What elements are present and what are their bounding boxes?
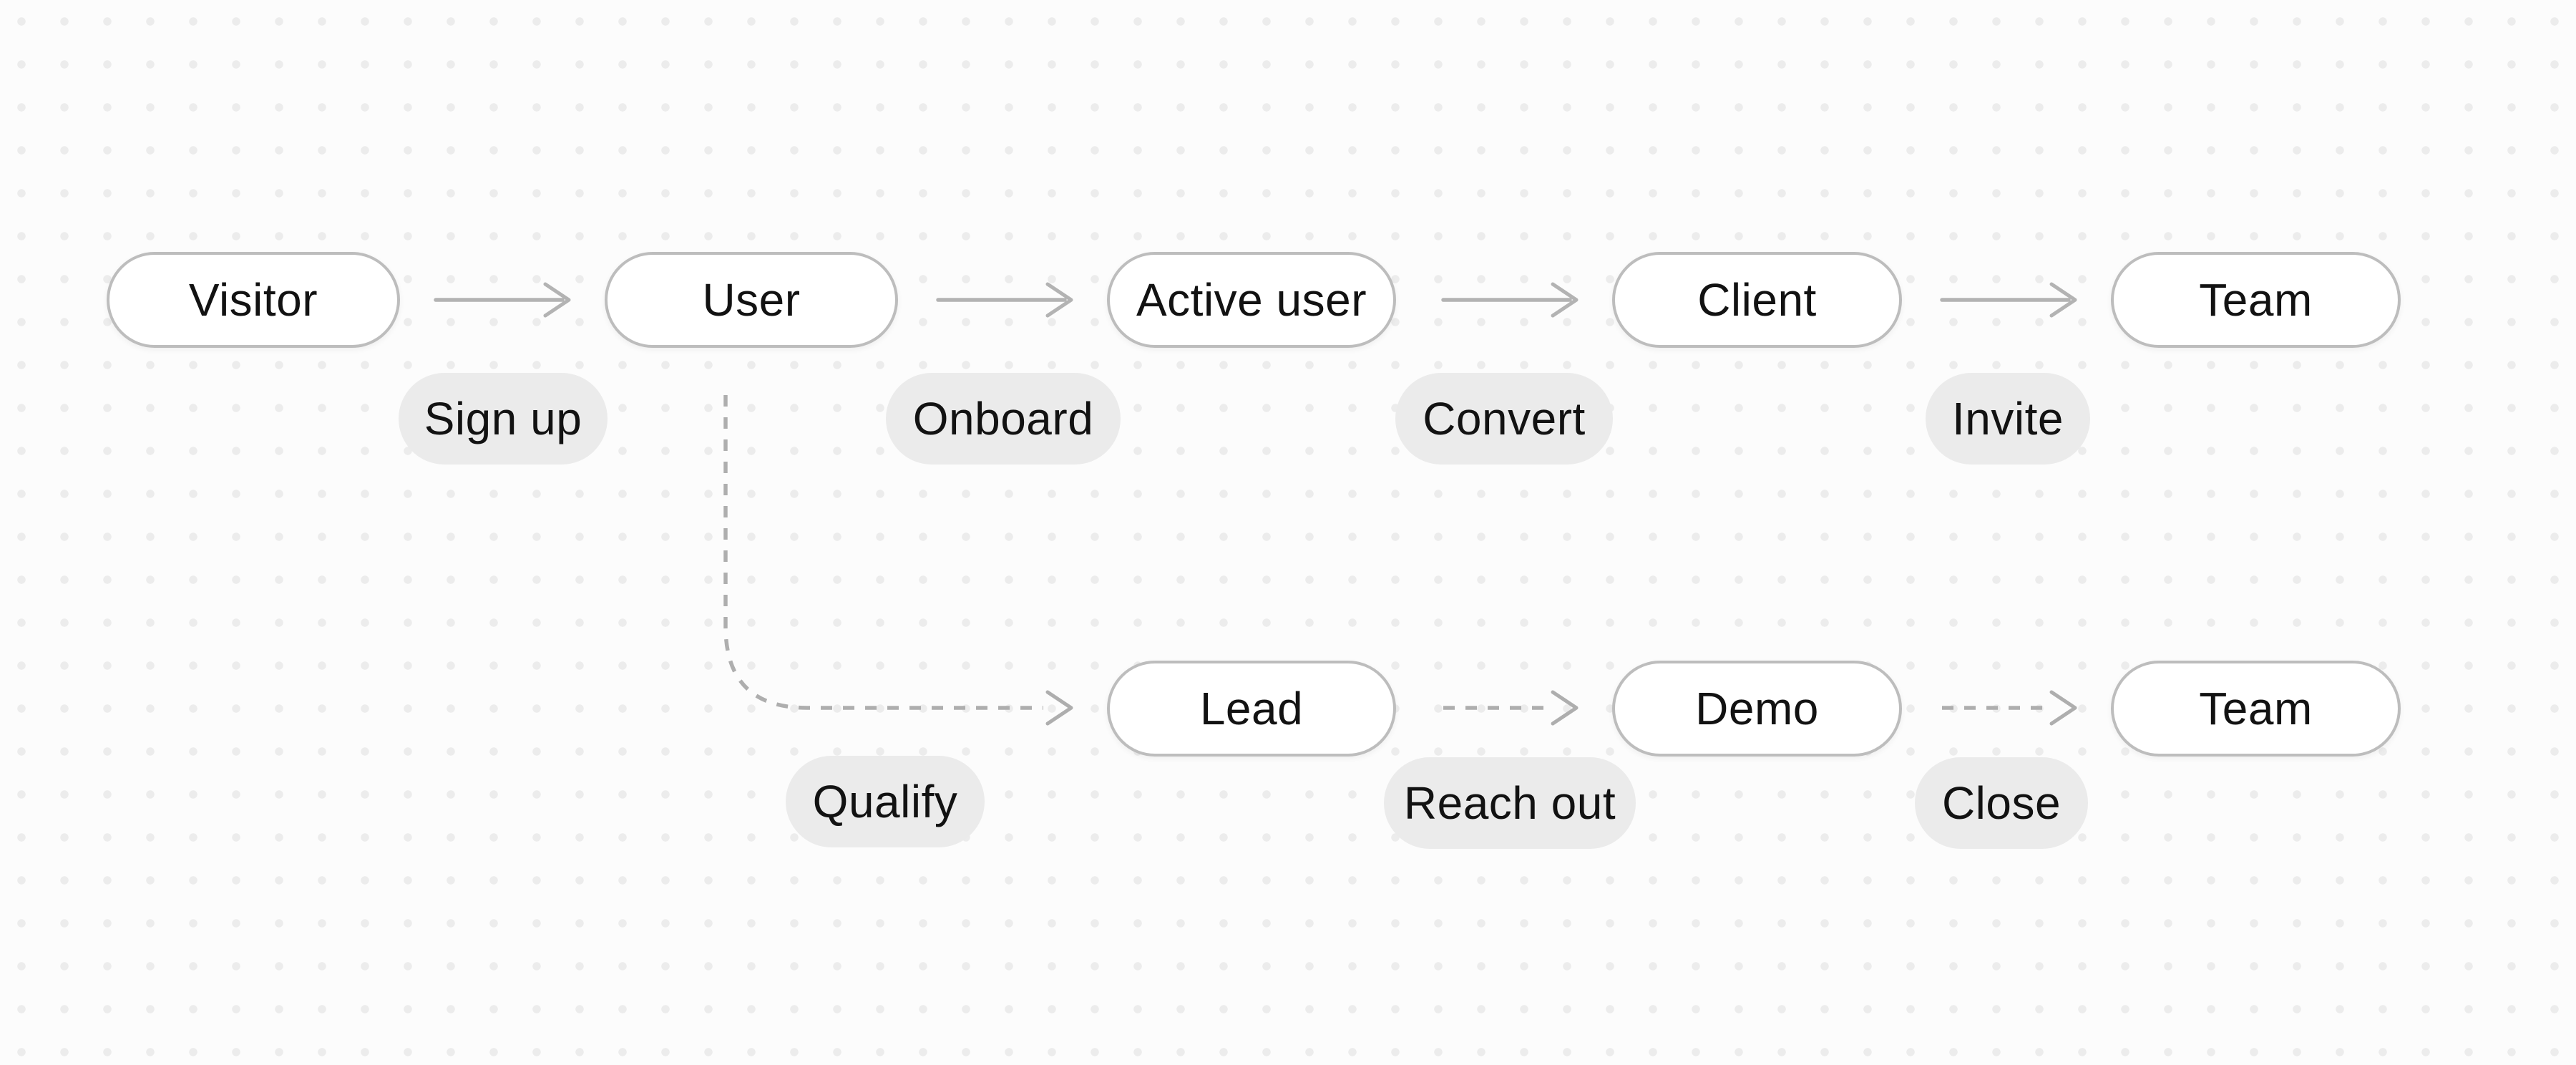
node-label: Active user	[1136, 274, 1367, 326]
node-visitor[interactable]: Visitor	[107, 252, 400, 348]
tag-label: Sign up	[424, 393, 582, 444]
edge-label-close[interactable]: Close	[1915, 757, 2088, 849]
edge-label-sign-up[interactable]: Sign up	[399, 373, 608, 465]
edge-visitor-user[interactable]	[434, 282, 571, 318]
edge-label-invite[interactable]: Invite	[1926, 373, 2090, 465]
arrow-head-icon	[1045, 690, 1073, 726]
tag-label: Convert	[1423, 393, 1586, 444]
arrow-head-icon	[2049, 690, 2077, 726]
tag-label: Close	[1941, 777, 2062, 829]
edge-lead-demo[interactable]	[1443, 690, 1579, 726]
arrow-head-icon	[1551, 690, 1579, 726]
edge-demo-team[interactable]	[1942, 690, 2077, 726]
node-label: Lead	[1199, 683, 1304, 734]
node-label: Visitor	[188, 274, 318, 326]
tag-label: Qualify	[812, 776, 958, 827]
tag-label: Reach out	[1403, 777, 1616, 829]
edge-label-reach-out[interactable]: Reach out	[1384, 757, 1636, 849]
node-label: Demo	[1695, 683, 1819, 734]
tag-label: Invite	[1952, 393, 2064, 444]
edge-label-convert[interactable]: Convert	[1395, 373, 1613, 465]
arrow-head-icon	[2049, 282, 2077, 318]
node-user[interactable]: User	[605, 252, 898, 348]
edge-active-user-client[interactable]	[1441, 282, 1579, 318]
node-team-bottom[interactable]: Team	[2111, 661, 2401, 757]
arrow-head-icon	[1045, 282, 1073, 318]
node-label: Client	[1697, 274, 1817, 326]
node-label: Team	[2199, 683, 2313, 734]
arrow-head-icon	[543, 282, 571, 318]
edge-user-active-user[interactable]	[936, 282, 1073, 318]
tag-label: Onboard	[912, 393, 1094, 444]
arrow-head-icon	[1551, 282, 1579, 318]
node-active-user[interactable]: Active user	[1107, 252, 1396, 348]
node-demo[interactable]: Demo	[1612, 661, 1902, 757]
node-lead[interactable]: Lead	[1107, 661, 1396, 757]
node-label: User	[702, 274, 801, 326]
edge-client-team[interactable]	[1940, 282, 2077, 318]
node-team-top[interactable]: Team	[2111, 252, 2401, 348]
edge-label-qualify[interactable]: Qualify	[786, 756, 985, 847]
node-label: Team	[2199, 274, 2313, 326]
edge-label-onboard[interactable]: Onboard	[886, 373, 1121, 465]
node-client[interactable]: Client	[1612, 252, 1902, 348]
